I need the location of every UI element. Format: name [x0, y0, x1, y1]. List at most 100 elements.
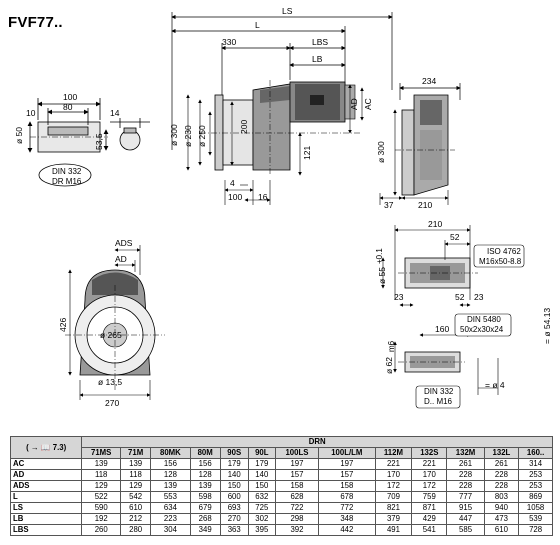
table-column-header: 132S: [411, 447, 448, 459]
table-cell: 139: [81, 458, 122, 470]
table-cell: 150: [219, 480, 249, 492]
table-column-header: 90S: [219, 447, 249, 459]
table-cell: 221: [374, 458, 413, 470]
table-cell: 759: [411, 491, 448, 503]
table-cell: 590: [81, 502, 122, 514]
dim-o230: ø 230: [183, 125, 193, 147]
dim-o13-5: ø 13,5: [98, 377, 122, 387]
dim-ac: AC: [363, 98, 373, 110]
dim-lb: LB: [312, 54, 323, 64]
dim-o50: ø 50: [14, 127, 24, 144]
flange-dimension-lines: [68, 245, 151, 400]
table-cell: 157: [274, 469, 319, 481]
table-row-label: AD: [9, 469, 83, 481]
table-row-label: AC: [9, 458, 83, 470]
dim-o265: ø 265: [100, 330, 122, 340]
table-cell: 228: [483, 469, 520, 481]
table-row-label: LS: [9, 502, 83, 514]
dim-ad-side: AD: [349, 98, 359, 110]
table-cell: 348: [317, 513, 376, 525]
dim-ls: LS: [282, 6, 293, 16]
table-cell: 725: [247, 502, 276, 514]
table-column-header: 90L: [247, 447, 276, 459]
table-cell: 628: [274, 491, 319, 503]
table-cell: 261: [446, 458, 485, 470]
dim-16: 16: [258, 192, 268, 202]
table-cell: 693: [219, 502, 249, 514]
table-column-header: 112M: [374, 447, 413, 459]
table-cell: 777: [446, 491, 485, 503]
din5480-spec: 50x2x30x24: [460, 325, 504, 334]
table-cell: 128: [189, 469, 221, 481]
table-cell: 172: [374, 480, 413, 492]
table-cell: 157: [317, 469, 376, 481]
table-cell: 156: [150, 458, 191, 470]
dim-52-bottom: 52: [455, 292, 465, 302]
table-column-header: 71MS: [81, 447, 122, 459]
table-cell: 392: [274, 524, 319, 536]
dim-o62: ø 62: [384, 357, 394, 374]
table-cell: 304: [150, 524, 191, 536]
front-view-dimension-lines: [379, 109, 449, 205]
din332-label: DIN 332: [52, 167, 82, 176]
table-cell: 473: [483, 513, 520, 525]
table-cell: 158: [317, 480, 376, 492]
table-cell: 821: [374, 502, 413, 514]
table-column-header: 71M: [120, 447, 152, 459]
table-cell: 140: [219, 469, 249, 481]
dim-14: 14: [110, 108, 120, 118]
dim-l: L: [255, 20, 260, 30]
dim-37: 37: [384, 200, 394, 210]
table-cell: 179: [247, 458, 276, 470]
dim-100-shaft: 100: [63, 92, 77, 102]
table-cell: 129: [81, 480, 122, 492]
table-cell: 722: [274, 502, 319, 514]
table-cell: 678: [317, 491, 376, 503]
table-cell: 429: [411, 513, 448, 525]
dim-o250: ø 250: [197, 125, 207, 147]
shaft-end-detail: [27, 98, 150, 187]
table-cell: 772: [317, 502, 376, 514]
table-cell: 170: [411, 469, 448, 481]
din332-label-2: DIN 332: [424, 387, 454, 396]
table-cell: 118: [81, 469, 122, 481]
dim-o62-tol: m6: [387, 340, 396, 352]
dim-121: 121: [302, 146, 312, 160]
drm16-label: DR M16: [52, 177, 82, 186]
dim-200: 200: [239, 120, 249, 134]
shaft-section-dimension-lines: [381, 225, 525, 409]
table-cell: 260: [81, 524, 122, 536]
dim-o300-right: ø 300: [376, 141, 386, 163]
table-cell: 302: [247, 513, 276, 525]
table-cell: 158: [274, 480, 319, 492]
table-cell: 150: [247, 480, 276, 492]
dim-o300-left: ø 300: [169, 124, 179, 146]
table-cell: 228: [446, 469, 485, 481]
table-cell: 261: [483, 458, 520, 470]
side-view-dimension-lines: [186, 84, 364, 205]
table-cell: 253: [518, 480, 553, 492]
table-cell: 118: [120, 469, 152, 481]
table-cell: 280: [120, 524, 152, 536]
table-row-label: L: [9, 491, 83, 503]
dim-160: 160: [435, 324, 449, 334]
table-cell: 349: [189, 524, 221, 536]
table-cell: 212: [120, 513, 152, 525]
table-cell: 940: [483, 502, 520, 514]
top-dimension-lines: [171, 12, 461, 150]
table-cell: 298: [274, 513, 319, 525]
table-cell: 553: [150, 491, 191, 503]
page-title: FVF77..: [8, 14, 63, 31]
table-cell: 598: [189, 491, 221, 503]
table-cell: 610: [483, 524, 520, 536]
dim-23-right: 23: [474, 292, 484, 302]
